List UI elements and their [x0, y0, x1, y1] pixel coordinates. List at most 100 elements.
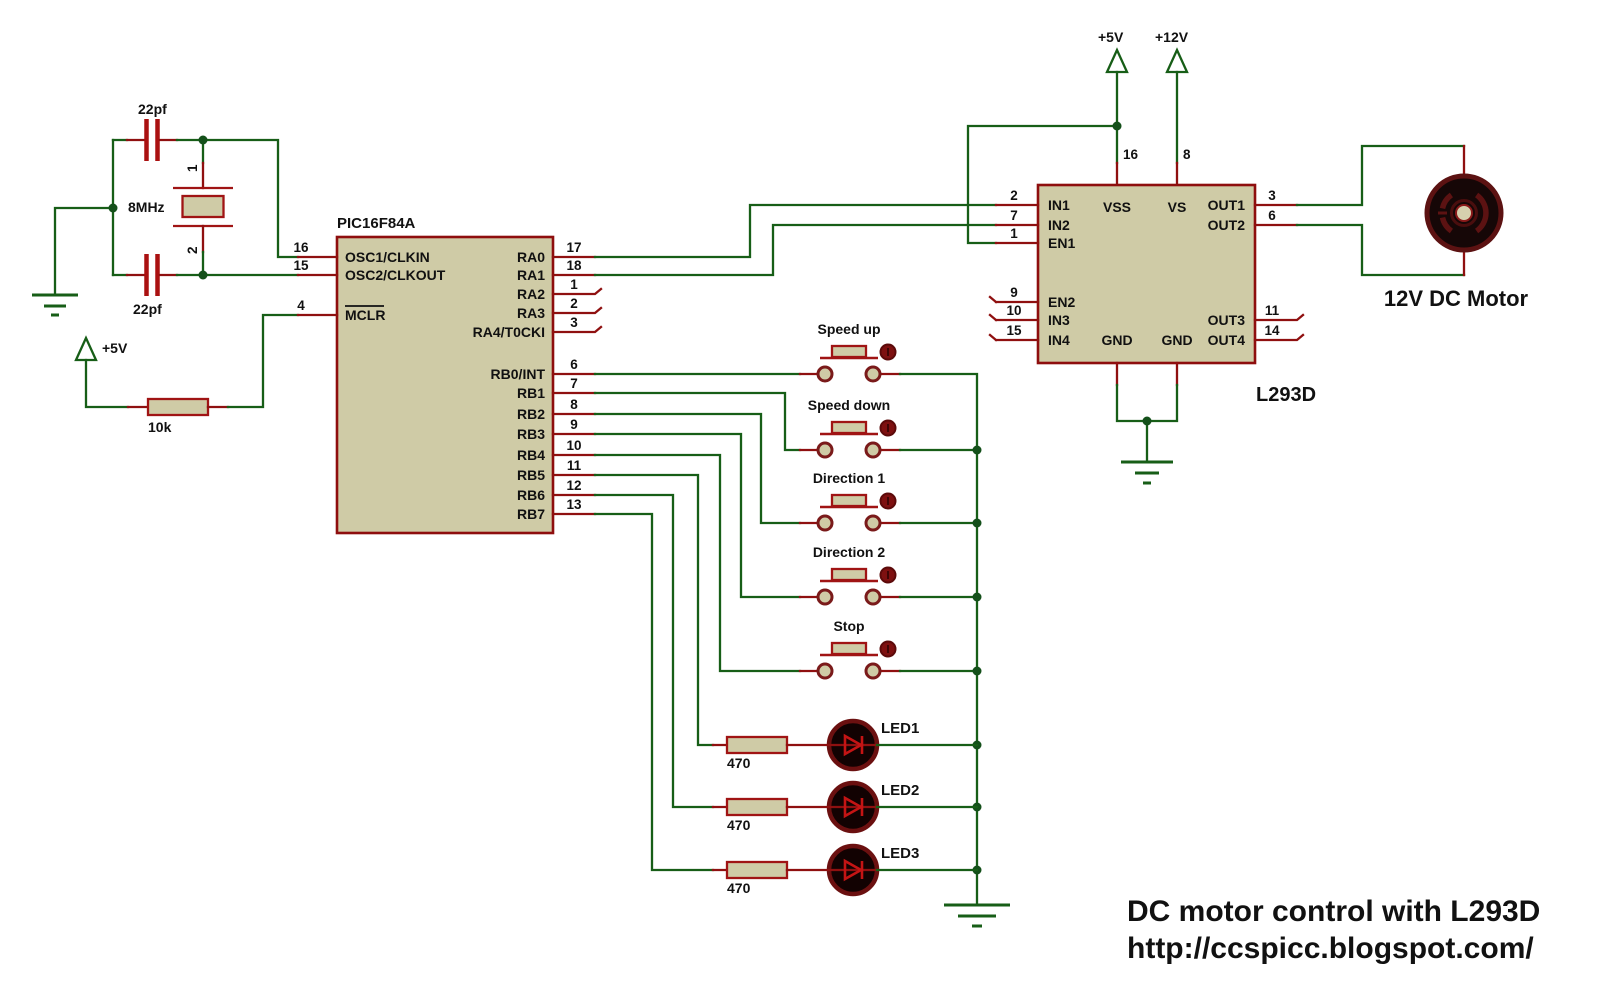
- junction-dot: [972, 445, 982, 455]
- button-terminal: [816, 588, 834, 606]
- power-label-5v: +5V: [102, 340, 128, 356]
- pin-number: 6: [570, 357, 578, 372]
- net-out2-motor: [1295, 223, 1466, 277]
- net-en1-5v: [966, 124, 1119, 245]
- wire-driver-ground: [1115, 383, 1179, 464]
- pin-name: RB3: [517, 426, 545, 442]
- pin-number: 16: [1123, 147, 1139, 162]
- button-terminal: [816, 441, 834, 459]
- junction-dot: [108, 203, 118, 213]
- button-terminal: [864, 588, 882, 606]
- button-direction-1: Direction 1: [798, 470, 902, 532]
- junction-dot: [1142, 416, 1152, 426]
- power-arrow-12v-icon: [1165, 47, 1189, 74]
- net-rb3-direction2: [593, 432, 802, 599]
- power-arrow-5v-icon: [74, 335, 98, 362]
- pin-number: 13: [566, 497, 582, 512]
- footer-url: http://ccspicc.blogspot.com/: [1127, 932, 1534, 965]
- button-label: Direction 1: [813, 470, 886, 486]
- driver-pin-stub-en2: [988, 295, 1040, 304]
- driver-pin-stub-out4: [1253, 333, 1305, 342]
- footer-title: DC motor control with L293D: [1127, 895, 1540, 928]
- pin-name: RA4/T0CKI: [473, 324, 545, 340]
- crystal-8mhz: 8MHz 1 2: [128, 138, 233, 277]
- led-label: LED2: [881, 782, 919, 799]
- net-rb4-stop: [593, 453, 802, 673]
- pin-name: IN2: [1048, 217, 1070, 233]
- button-stop: Stop: [798, 618, 902, 680]
- junction-dot: [972, 592, 982, 602]
- pin-number: 8: [570, 397, 578, 412]
- motor-brush-left-lower: [1439, 216, 1454, 234]
- pin-number: 11: [1265, 303, 1280, 318]
- pin-number: 10: [1006, 303, 1021, 318]
- pin-number: 9: [1010, 285, 1018, 300]
- button-cap: [830, 641, 868, 656]
- driver-pin-stub-out3: [1253, 313, 1305, 322]
- pin-name: OSC1/CLKIN: [345, 249, 430, 265]
- pic-pin-stub-ra2: [551, 287, 603, 296]
- junction-dot: [198, 270, 208, 280]
- pin-name: IN3: [1048, 312, 1070, 328]
- dc-motor: 12V DC Motor: [1295, 144, 1529, 311]
- pin-number: 10: [566, 438, 581, 453]
- motor-brush-left-upper: [1439, 192, 1454, 210]
- pin-name: OSC2/CLKOUT: [345, 267, 446, 283]
- motor-hub-ring: [1450, 199, 1478, 227]
- button-cap: [830, 567, 868, 582]
- pin-number: 9: [570, 417, 578, 432]
- l293d-driver: +5V +12V 16 8 L293D 2 7 1 9 10 15 IN1 IN…: [966, 29, 1316, 485]
- button-label: Speed up: [817, 321, 880, 337]
- button-label: Direction 2: [813, 544, 886, 560]
- pin-number: 16: [293, 240, 309, 255]
- pin-number: 3: [1268, 188, 1276, 203]
- led-diode-triangle: [843, 858, 864, 882]
- junction-dot: [972, 666, 982, 676]
- net-rb5-led1: [593, 473, 715, 747]
- pin-name: OUT1: [1208, 197, 1246, 213]
- button-terminal: [816, 514, 834, 532]
- driver-pin-stub-in3: [988, 313, 1040, 322]
- resistor-10k-value: 10k: [148, 419, 172, 435]
- pin-name: OUT4: [1208, 332, 1246, 348]
- crystal-pin2-number: 2: [185, 246, 200, 254]
- net-ra1-in2: [593, 223, 998, 277]
- pin-name: RA0: [517, 249, 545, 265]
- oscillator-circuit: 22pf 22pf 8MHz 1 2: [32, 101, 300, 317]
- cap-bottom-value: 22pf: [133, 301, 162, 317]
- led2-branch: 470 LED2: [711, 780, 979, 834]
- pin-name: RA3: [517, 305, 545, 321]
- led-diode-triangle: [843, 733, 864, 757]
- pin-number: 7: [570, 376, 578, 391]
- l293d-chip-label: L293D: [1256, 384, 1316, 406]
- pin-name: RA2: [517, 286, 545, 302]
- button-cap: [830, 420, 868, 435]
- pin-number: 15: [293, 258, 309, 273]
- button-terminal: [816, 662, 834, 680]
- motor-shaft: [1455, 204, 1473, 222]
- crystal-body: [181, 194, 225, 219]
- button-speed-down: Speed down: [798, 397, 902, 459]
- resistor-470-value: 470: [727, 817, 751, 833]
- resistor-10k-body: [146, 397, 210, 417]
- power-arrow-5v-icon: [1105, 47, 1129, 74]
- net-rb1-speeddown: [593, 391, 802, 452]
- pic-mcu: PIC16F84A 16 15 4 OSC1/CLKIN OSC2/CLKOUT…: [293, 215, 603, 535]
- capacitor-top: 22pf: [111, 101, 205, 161]
- pin-number: 11: [567, 458, 582, 473]
- wire-to-mclr: [226, 313, 300, 409]
- pin-number: 18: [566, 258, 582, 273]
- pin-number: 6: [1268, 208, 1276, 223]
- button-direction-2: Direction 2: [798, 544, 902, 606]
- junction-dot: [198, 135, 208, 145]
- button-terminal: [864, 662, 882, 680]
- ground-symbol: [944, 903, 1010, 928]
- net-ra0-in1: [593, 203, 998, 259]
- button-terminal: [864, 365, 882, 383]
- pin-name: RB1: [517, 385, 545, 401]
- pin-number: 4: [297, 298, 305, 313]
- net-rb7-led3: [593, 512, 715, 872]
- capacitor-bottom: 22pf: [111, 254, 205, 317]
- motor-brush-right: [1474, 192, 1489, 234]
- button-terminal: [816, 365, 834, 383]
